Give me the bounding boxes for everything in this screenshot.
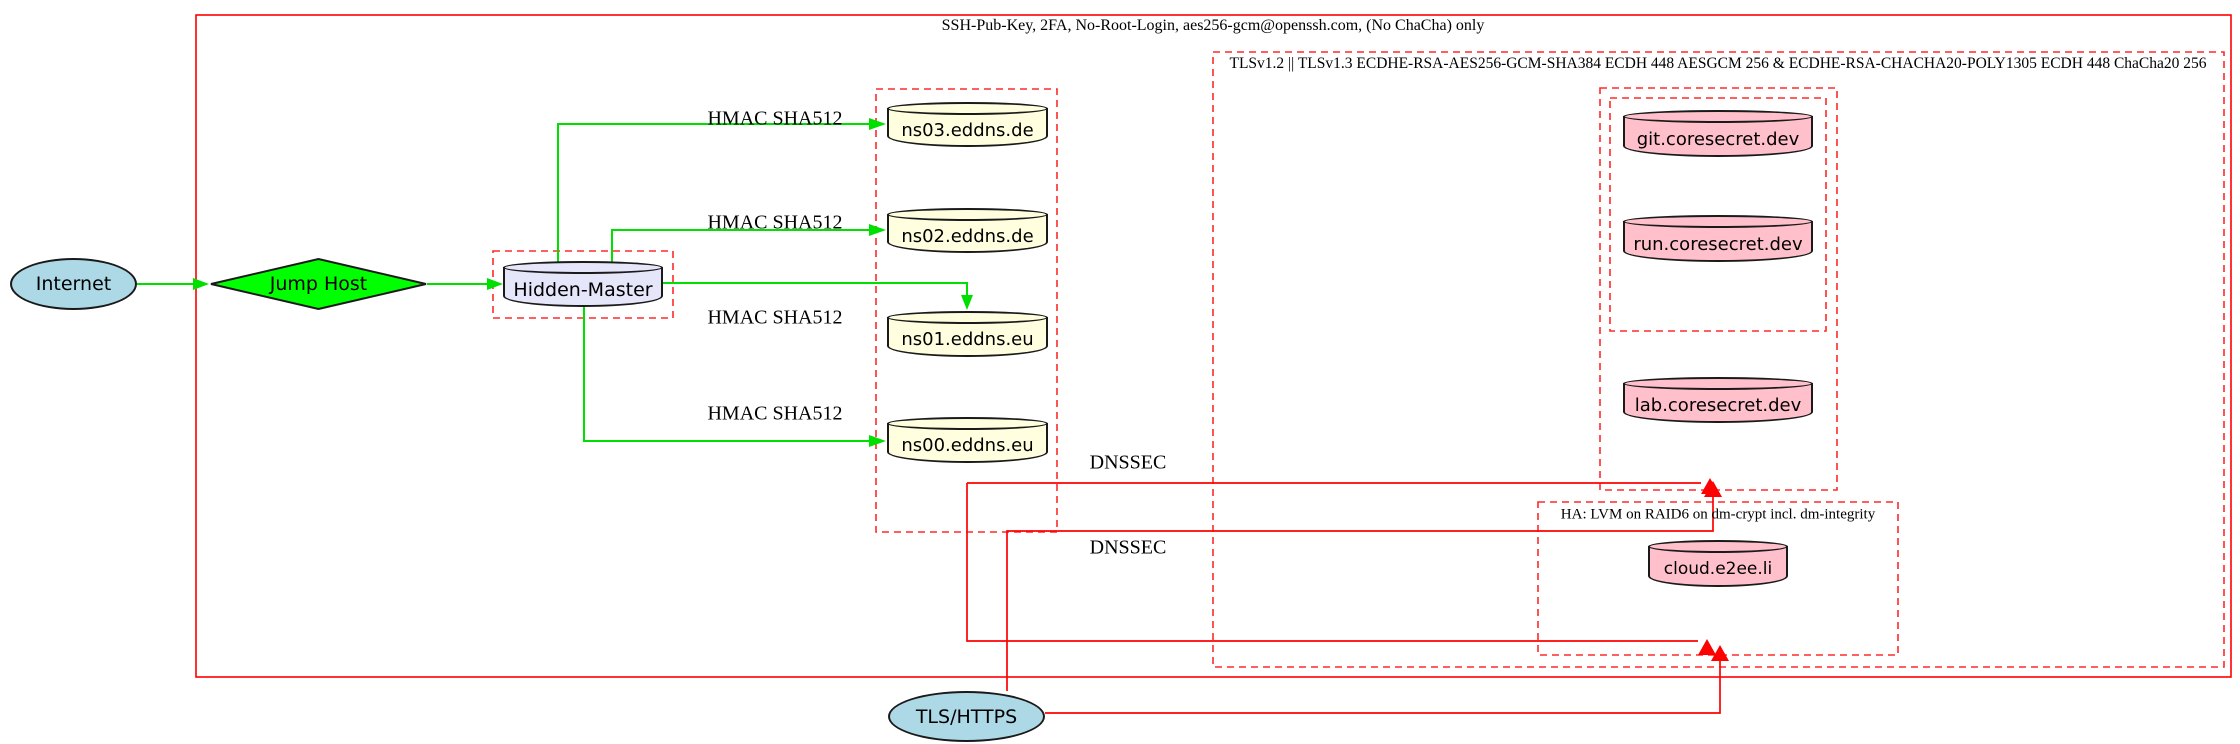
edge-hiddenmaster-ns01 (663, 282, 968, 295)
cluster-tls-box (1212, 51, 2225, 668)
edge-hiddenmaster-ns00 (583, 306, 869, 442)
arrowhead-ns03 (869, 118, 886, 130)
node-ns00: ns00.eddns.eu (887, 417, 1048, 463)
node-jump-host: Jump Host (210, 258, 427, 310)
edge-label-hmac-ns01: HMAC SHA512 (707, 306, 843, 329)
cylinder-lid (887, 311, 1048, 324)
node-tls-https: TLS/HTTPS (888, 691, 1045, 742)
node-lab-label: lab.coresecret.dev (1634, 395, 1802, 416)
arrowhead-ns00 (869, 435, 886, 447)
node-git: git.coresecret.dev (1623, 110, 1813, 157)
arrowhead-ha-dnssec (1698, 639, 1716, 655)
node-ns00-label: ns00.eddns.eu (901, 435, 1034, 456)
node-run: run.coresecret.dev (1623, 215, 1813, 262)
cylinder-lid (887, 208, 1048, 221)
node-jump-host-label: Jump Host (269, 273, 368, 295)
cylinder-body (887, 108, 1048, 147)
edge-dns-ha-dnssec (966, 483, 1698, 642)
node-hidden-master-label: Hidden-Master (513, 278, 653, 301)
edge-label-dnssec-2: DNSSEC (1089, 536, 1167, 559)
edge-tlshttps-ha (1045, 661, 1721, 714)
cluster-servers-inner-box (1609, 97, 1827, 332)
cylinder-lid (1623, 215, 1813, 228)
cylinder-lid (1648, 540, 1788, 553)
node-ns02-label: ns02.eddns.de (901, 225, 1034, 247)
node-hidden-master: Hidden-Master (503, 261, 663, 307)
edge-hiddenmaster-ns03 (557, 123, 869, 262)
cylinder-lid (887, 102, 1048, 115)
edge-label-hmac-ns02: HMAC SHA512 (707, 211, 843, 234)
diamond-shape (210, 258, 427, 310)
node-internet: Internet (10, 258, 137, 310)
node-ns01: ns01.eddns.eu (887, 311, 1048, 357)
arrowhead-hiddenmaster (487, 278, 503, 290)
node-ns03: ns03.eddns.de (887, 102, 1048, 147)
cluster-ssh-title: SSH-Pub-Key, 2FA, No-Root-Login, aes256-… (941, 17, 1485, 34)
arrowhead-ns01 (961, 295, 973, 310)
cluster-ssh-box (195, 14, 2232, 678)
cylinder-lid (887, 417, 1048, 430)
node-ns02: ns02.eddns.de (887, 208, 1048, 253)
node-tls-https-label: TLS/HTTPS (915, 705, 1018, 728)
cylinder-lid (503, 261, 663, 274)
cluster-servers-outer-box (1599, 87, 1838, 491)
node-run-label: run.coresecret.dev (1633, 233, 1803, 255)
arrowhead-jumphost (193, 278, 209, 290)
edge-label-hmac-ns03: HMAC SHA512 (707, 107, 843, 130)
cluster-ha-box (1537, 501, 1899, 656)
cylinder-lid (1623, 110, 1813, 123)
node-internet-label: Internet (35, 273, 112, 295)
edge-label-hmac-ns00: HMAC SHA512 (707, 402, 843, 425)
node-git-label: git.coresecret.dev (1636, 128, 1800, 150)
edge-label-dnssec-1: DNSSEC (1089, 451, 1167, 474)
node-ns01-label: ns01.eddns.eu (901, 329, 1034, 350)
edge-tlshttps-servers (1006, 497, 1714, 691)
arrowhead-ha-tls (1711, 645, 1729, 661)
cluster-ha-title: HA: LVM on RAID6 on dm-crypt incl. dm-in… (1560, 506, 1876, 523)
arrowhead-servers-tls (1704, 481, 1722, 497)
edge-hiddenmaster-ns02 (611, 229, 869, 262)
cylinder-lid (1623, 377, 1813, 390)
node-cloud-label: cloud.e2ee.li (1663, 559, 1773, 579)
node-lab: lab.coresecret.dev (1623, 377, 1813, 423)
arrowhead-ns02 (869, 224, 886, 236)
cluster-tls-title: TLSv1.2 || TLSv1.3 ECDHE-RSA-AES256-GCM-… (1229, 55, 2207, 72)
node-ns03-label: ns03.eddns.de (901, 119, 1034, 141)
node-cloud: cloud.e2ee.li (1648, 540, 1788, 587)
